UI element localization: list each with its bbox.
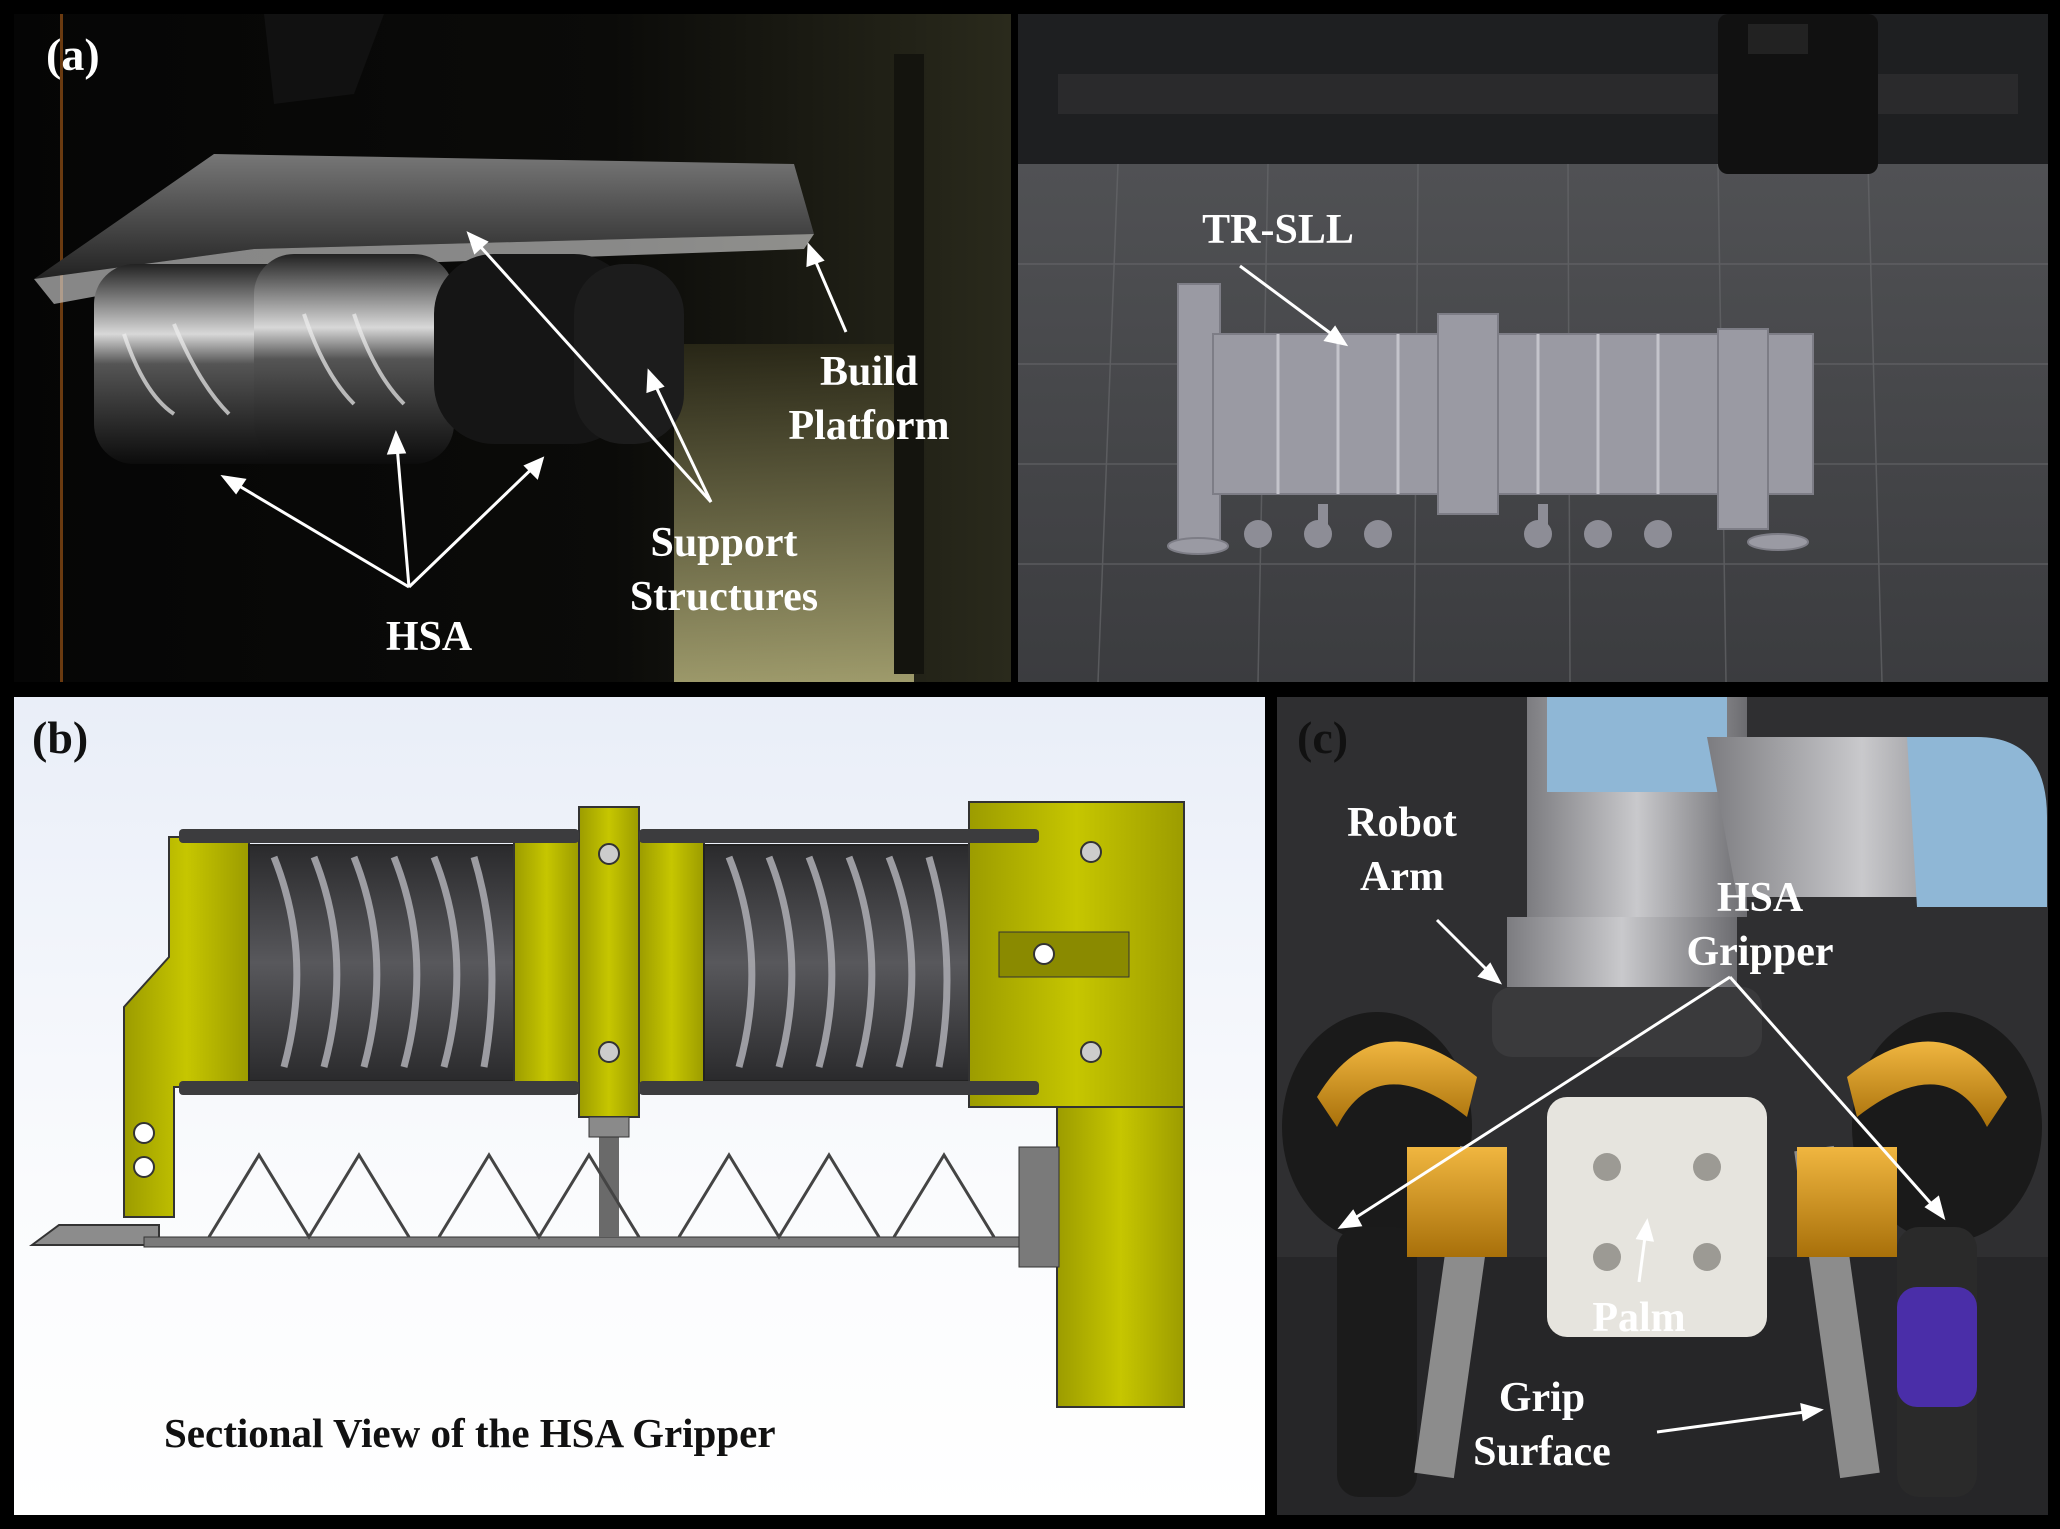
panel-a-fdm-print-photo: TR-SLL xyxy=(1018,14,2048,682)
palm-label: Palm xyxy=(1592,1295,1686,1341)
panel-b-sectional-view: (b) Sectional View of the HSA Gripper xyxy=(14,697,1265,1515)
panel-c-tag: (c) xyxy=(1297,712,1349,763)
gripper-illustration xyxy=(1277,697,2048,1515)
panel-a-tag: (a) xyxy=(46,29,100,80)
cad-section-illustration xyxy=(28,801,1185,1408)
tr-sll-label: TR-SLL xyxy=(1202,207,1354,253)
fdm-print-illustration xyxy=(1018,14,2048,682)
panel-b-tag: (b) xyxy=(32,712,89,763)
panel-b-caption: Sectional View of the HSA Gripper xyxy=(164,1410,776,1456)
resin-print-illustration xyxy=(14,14,1011,682)
hsa-label: HSA xyxy=(385,614,473,660)
